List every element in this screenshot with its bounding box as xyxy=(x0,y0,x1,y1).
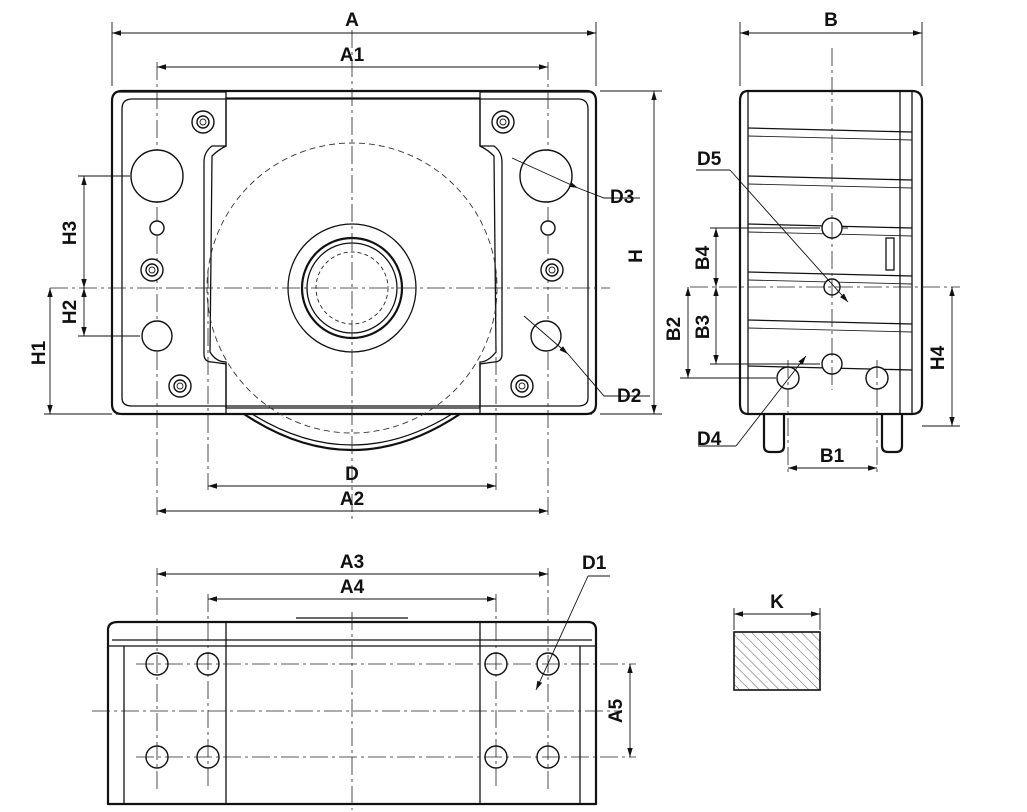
dim-label-D: D xyxy=(345,464,359,485)
dim-label-A2: A2 xyxy=(340,489,364,510)
dim-label-D2: D2 xyxy=(617,386,641,407)
dim-label-A3: A3 xyxy=(340,552,364,573)
dim-label-D3: D3 xyxy=(610,187,634,208)
dim-label-B4: B4 xyxy=(693,245,714,270)
front-view: A A1 D A2 H H1 H2 H3 D3 D2 xyxy=(29,10,662,520)
mounting-bolt-left-mid xyxy=(140,258,164,282)
dim-label-D5: D5 xyxy=(697,149,722,170)
dim-label-A4: A4 xyxy=(340,577,365,598)
dim-label-A: A xyxy=(345,10,359,31)
dim-label-K: K xyxy=(770,592,784,613)
bottom-view: A3 A4 A5 D1 xyxy=(92,552,636,810)
dim-label-B3: B3 xyxy=(693,315,714,339)
dim-label-H3: H3 xyxy=(60,221,81,245)
dim-label-H2: H2 xyxy=(60,300,81,324)
mounting-bolt-left-bottom xyxy=(168,374,192,398)
mounting-bolt-right-bottom xyxy=(510,374,534,398)
dim-label-H: H xyxy=(626,249,647,263)
dim-label-B: B xyxy=(824,10,838,31)
dim-label-D4: D4 xyxy=(697,429,722,450)
dim-label-A1: A1 xyxy=(340,45,365,66)
dim-label-B1: B1 xyxy=(820,446,845,467)
mounting-bolt-right-mid xyxy=(540,258,564,282)
large-hole-right xyxy=(519,149,573,203)
large-hole-left xyxy=(130,149,184,203)
dim-label-D1: D1 xyxy=(582,553,607,574)
mounting-bolt-right-top xyxy=(491,110,515,134)
dim-label-B2: B2 xyxy=(664,317,685,341)
dim-label-H4: H4 xyxy=(928,345,949,370)
side-view: B B1 B2 B3 B4 H4 D5 D4 xyxy=(664,10,960,475)
section-k: K xyxy=(733,592,821,691)
port-hole-left xyxy=(141,320,173,352)
mounting-bolt-left-top xyxy=(191,110,215,134)
dim-label-A5: A5 xyxy=(606,698,627,723)
dim-label-H1: H1 xyxy=(29,340,50,365)
